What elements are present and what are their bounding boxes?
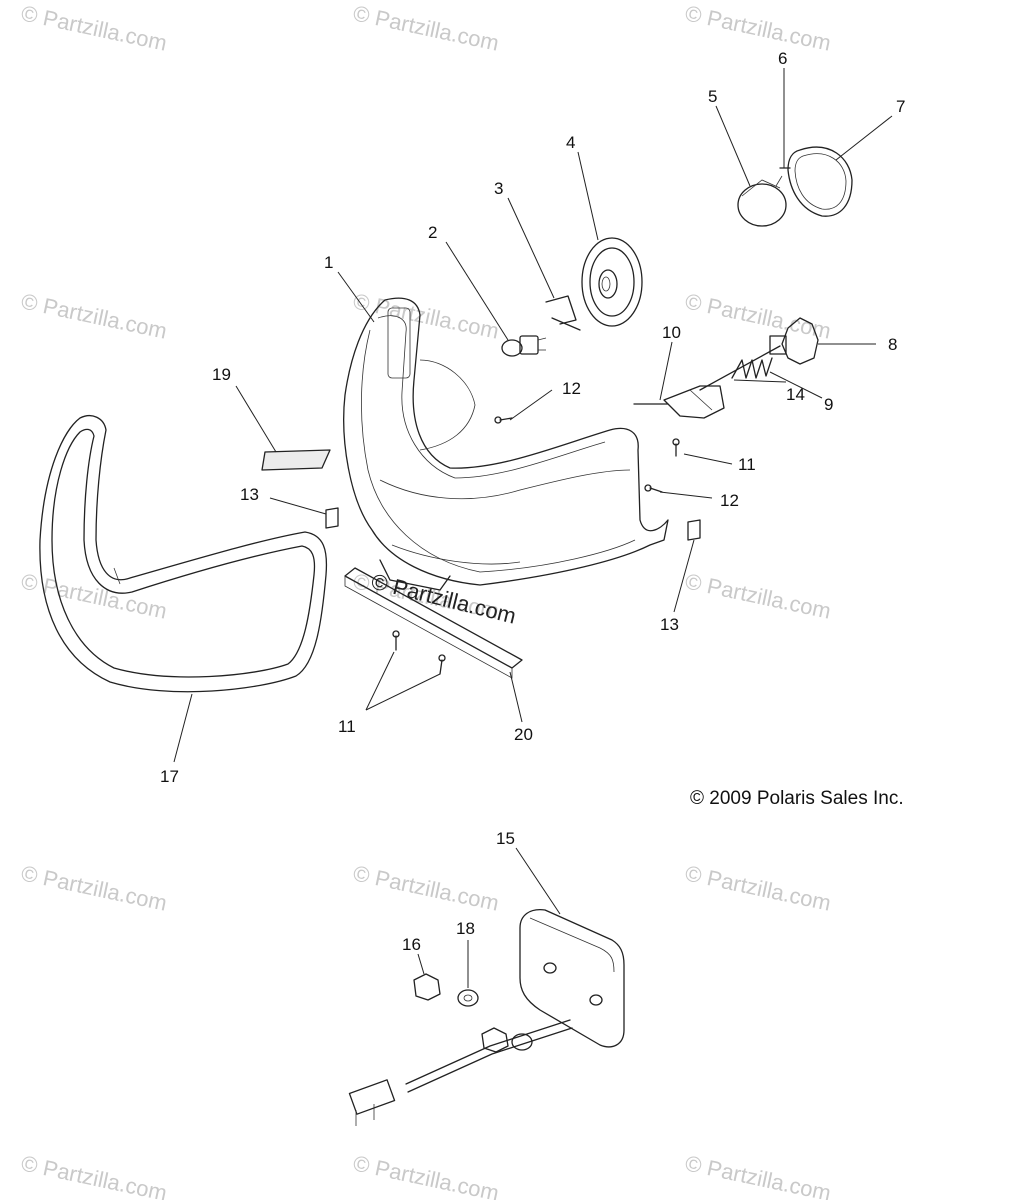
callout-3: 3 [494, 179, 503, 198]
part-15-taillight-drawing [519, 909, 625, 1048]
watermark: © Partzilla.com [683, 288, 833, 343]
watermark: © Partzilla.com [683, 860, 833, 915]
callout-20: 20 [514, 725, 533, 744]
part-7-gasket-drawing [787, 146, 853, 217]
callout-11: 11 [738, 455, 756, 474]
callout-12: 12 [562, 379, 581, 398]
part-9-spring-drawing [699, 345, 781, 391]
callout-14: 14 [786, 385, 805, 404]
watermark: © Partzilla.com [683, 0, 833, 55]
watermark: © Partzilla.com [351, 0, 501, 55]
callout-6: 6 [778, 49, 787, 68]
callout-9: 9 [824, 395, 833, 414]
watermark: © Partzilla.com [351, 860, 501, 915]
callout-11: 11 [338, 717, 356, 736]
part-5-socket-drawing [737, 175, 787, 227]
callout-labels: 1 2 3 4 5 6 7 8 9 10 11 12 13 14 11 12 1… [160, 49, 905, 954]
screws-drawing [392, 416, 680, 675]
callout-15: 15 [496, 829, 515, 848]
callout-16: 16 [402, 935, 421, 954]
watermark: © Partzilla.com [683, 568, 833, 623]
callout-7: 7 [896, 97, 905, 116]
callout-19: 19 [212, 365, 231, 384]
callout-5: 5 [708, 87, 717, 106]
callout-10: 10 [662, 323, 681, 342]
leader-lines [173, 68, 893, 988]
part-16-18-drawing [413, 973, 533, 1053]
watermark: © Partzilla.com [683, 1150, 833, 1200]
part-10-bracket-drawing [633, 385, 725, 419]
callout-17: 17 [160, 767, 179, 786]
part-17-seal-drawing [39, 415, 328, 693]
callout-13: 13 [660, 615, 679, 634]
callout-18: 18 [456, 919, 475, 938]
callout-1: 1 [324, 253, 333, 272]
callout-12: 12 [720, 491, 739, 510]
watermark: © Partzilla.com [351, 1150, 501, 1200]
watermark: © Partzilla.com [19, 288, 169, 343]
callout-8: 8 [888, 335, 897, 354]
watermark: © Partzilla.com [19, 0, 169, 55]
watermark: © Partzilla.com [19, 1150, 169, 1200]
callout-2: 2 [428, 223, 437, 242]
watermark: © Partzilla.com [19, 860, 169, 915]
part-8-knob-drawing [769, 317, 819, 365]
wire-harness-drawing [348, 1019, 573, 1126]
part-1-housing-drawing [343, 297, 669, 591]
watermark: © Partzilla.com [351, 288, 501, 343]
part-19-decal-drawing [261, 449, 331, 471]
part-2-bulb-drawing [501, 335, 547, 357]
part-13-clips-drawing [325, 507, 701, 541]
copyright-notice: © 2009 Polaris Sales Inc. [690, 788, 904, 809]
part-4-cover-drawing [581, 237, 643, 327]
callout-4: 4 [566, 133, 575, 152]
callout-13: 13 [240, 485, 259, 504]
part-3-clip-drawing [545, 295, 581, 331]
part-20-strip-drawing [344, 567, 523, 679]
